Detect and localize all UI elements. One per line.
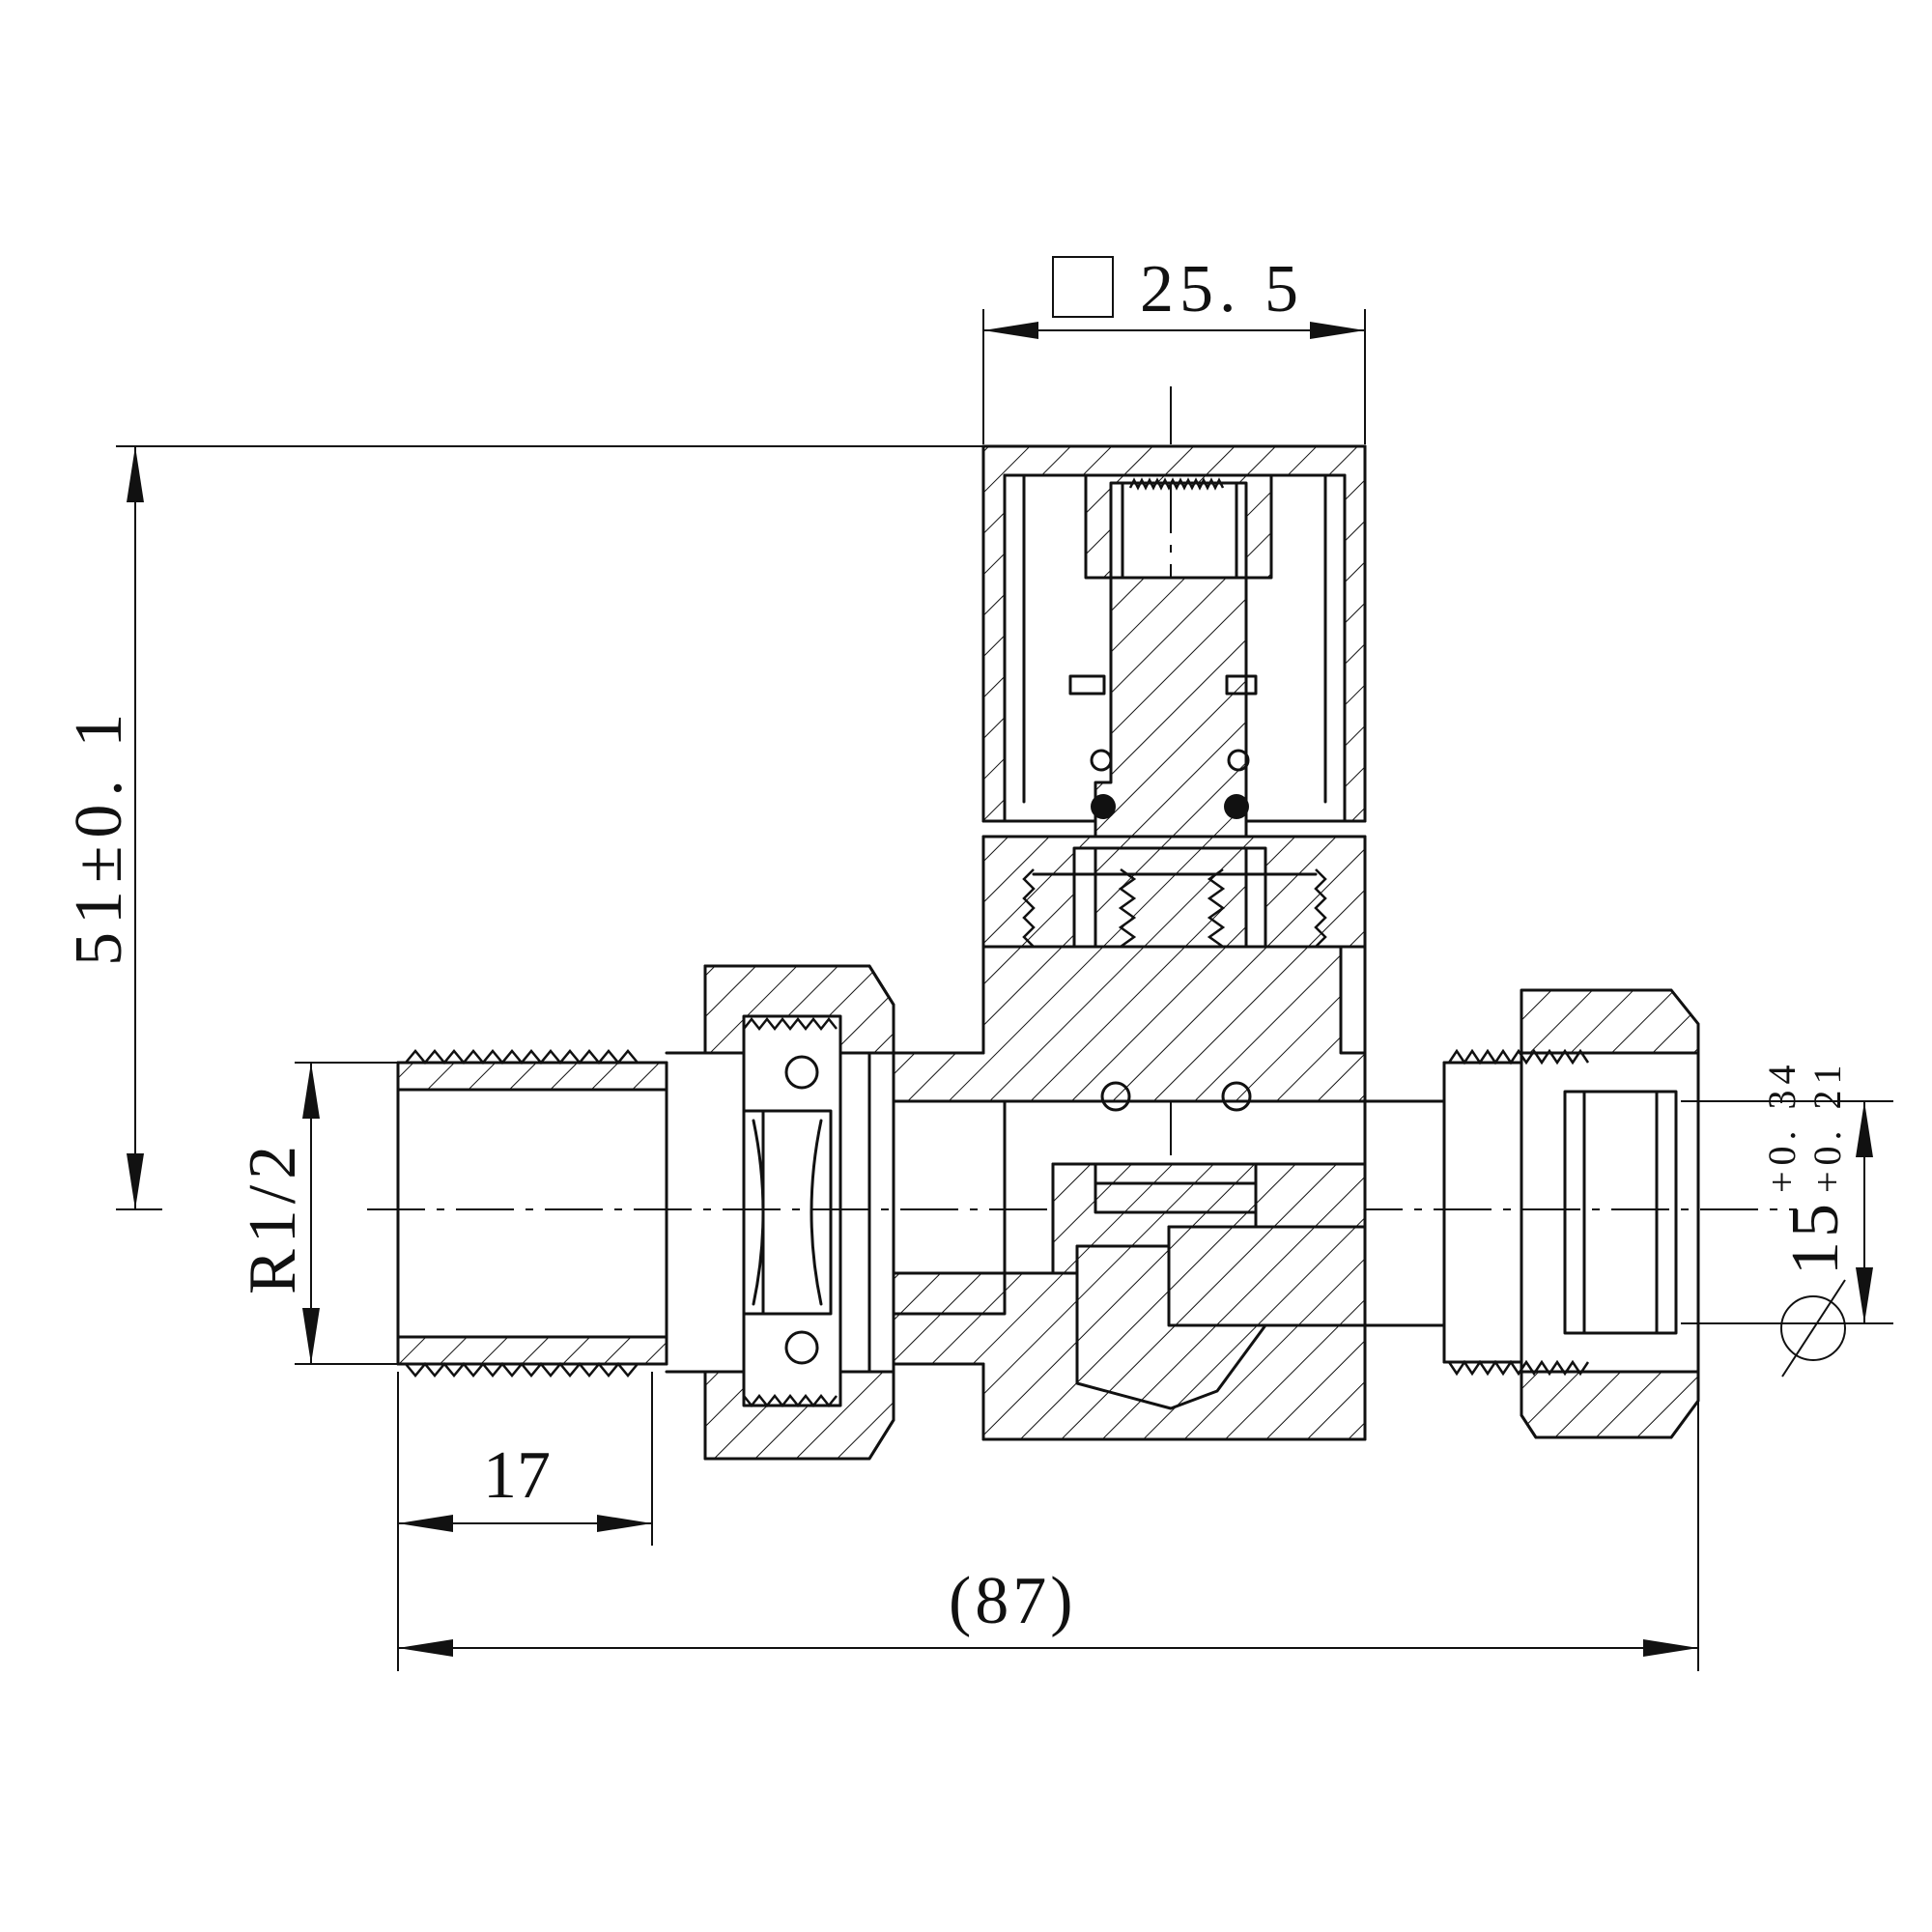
pipe-diameter-label: 15 [1778, 1200, 1853, 1275]
dimension-thread: R1/2 [236, 1062, 406, 1365]
dimension-pipe-diameter: 15 +0. 34 +0. 21 [1681, 1059, 1893, 1378]
overall-length-label: (87) [949, 1564, 1077, 1638]
valve-body [892, 945, 1367, 1441]
dimension-overall-length: (87) [398, 1362, 1699, 1671]
thread-length-label: 17 [483, 1438, 551, 1513]
dimension-square-width: 25. 5 [982, 252, 1366, 444]
thread-label: R1/2 [236, 1140, 310, 1294]
left-union-nut [703, 964, 1007, 1461]
square-profile-icon [1052, 256, 1114, 318]
pipe-tolerance-lower: +0. 21 [1805, 1059, 1849, 1193]
dimension-height: 51±0. 1 [62, 445, 983, 1210]
pipe-tolerance-upper: +0. 34 [1760, 1059, 1804, 1193]
height-label: 51±0. 1 [62, 706, 136, 966]
diameter-icon [1780, 1279, 1846, 1378]
left-union-tail [396, 1049, 833, 1378]
dimension-thread-length: 17 [397, 1372, 653, 1671]
right-compression-nut [1363, 988, 1700, 1439]
square-size-label: 25. 5 [1140, 252, 1304, 327]
